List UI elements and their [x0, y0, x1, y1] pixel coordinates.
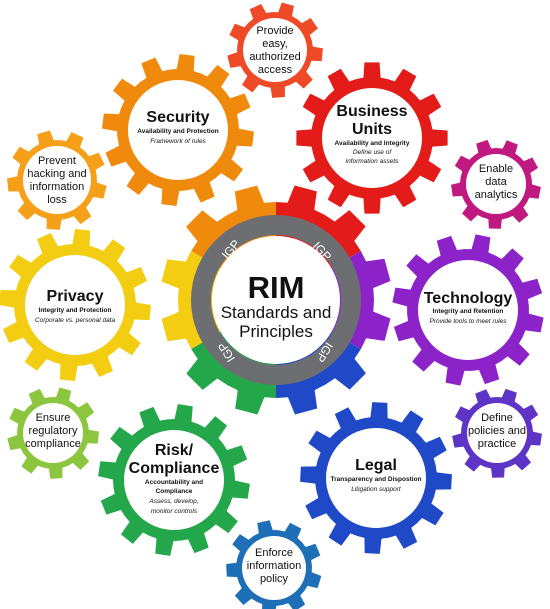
gear-title-line-1: Business — [336, 103, 407, 120]
center-line-1: Standards and — [221, 303, 332, 322]
gear-description: Corporate vs. personal data — [35, 317, 116, 324]
gear-privacy: Privacy Integrity and Protection Corpora… — [35, 288, 116, 324]
small-gear-line: Provide — [256, 25, 293, 37]
small-gear-line: analytics — [475, 189, 518, 201]
gear-description: Litigation support — [351, 486, 402, 493]
small-gear-line: practice — [478, 438, 517, 450]
small-gear-policy-shape — [226, 520, 322, 609]
small-gear-line: policies and — [468, 425, 526, 437]
small-gear-line: Enable — [479, 163, 513, 175]
gear-title-line-2: Compliance — [129, 460, 220, 477]
gear-description: Provide tools to meet rules — [430, 318, 508, 325]
gear-description-line-2: monitor controls — [151, 508, 198, 515]
small-gear-regulatory-shape-face — [23, 403, 83, 463]
small-gear-line: loss — [47, 194, 67, 206]
small-gear-analytics-shape — [451, 139, 541, 229]
gear-subtitle: Transparency and Dispostion — [330, 476, 421, 483]
small-gear-access: Provide easy, authorized access — [249, 25, 300, 76]
small-gear-line: easy, — [262, 38, 287, 50]
small-gear-line: information — [30, 181, 84, 193]
small-gear-line: policy — [260, 573, 289, 585]
center-line-2: Principles — [239, 322, 313, 341]
small-gear-line: compliance — [25, 438, 81, 450]
gear-technology-shape — [392, 234, 544, 386]
gear-title: Security — [146, 109, 209, 126]
gear-business-units-shape — [296, 62, 448, 214]
small-gear-policies-shape-face — [467, 403, 527, 463]
small-gear-line: Ensure — [36, 412, 71, 424]
gear-privacy-shape-face — [25, 255, 125, 355]
gear-privacy-shape — [0, 229, 151, 381]
gear-title-line-1: Risk/ — [155, 442, 194, 459]
gear-description-line-1: Define use of — [353, 149, 392, 156]
small-gear-policies-shape — [452, 388, 542, 478]
small-gear-line: Enforce — [255, 547, 293, 559]
gear-technology: Technology Integrity and Retention Provi… — [424, 290, 513, 325]
small-gear-line: regulatory — [29, 425, 78, 437]
center-disc — [212, 236, 340, 364]
small-gear-policies: Define policies and practice — [468, 412, 526, 450]
gear-legal-shape-face — [326, 428, 426, 528]
gear-risk-compliance-shape-face — [124, 430, 224, 530]
small-gear-regulatory: Ensure regulatory compliance — [25, 412, 81, 450]
gear-security: Security Availability and Protection Fra… — [137, 109, 218, 145]
gear-legal-shape — [300, 402, 452, 554]
gear-description-line-2: information assets — [346, 158, 399, 165]
small-gear-access-shape-face — [243, 18, 307, 82]
gear-subtitle: Availability and Protection — [137, 128, 218, 135]
center-hub: RIM Standards and Principles IGP IGP IGP… — [191, 215, 361, 385]
gear-risk-compliance-shape — [98, 404, 250, 556]
small-gear-line: information — [247, 560, 301, 572]
gear-technology-shape-face — [418, 260, 518, 360]
small-gear-access-shape — [227, 2, 323, 98]
small-gear-hacking-shape — [7, 130, 107, 230]
gear-security-shape-face — [128, 80, 228, 180]
small-gear-line: Prevent — [38, 155, 76, 167]
gear-description-line-1: Assess, develop, — [148, 498, 198, 505]
gear-business-units: Business Units Availability and Integrit… — [335, 103, 410, 165]
gear-business-units-shape-face — [322, 88, 422, 188]
small-gear-line: access — [258, 64, 293, 76]
small-gear-hacking: Prevent hacking and information loss — [27, 155, 86, 206]
gear-subtitle: Integrity and Protection — [39, 307, 112, 314]
gear-legal: Legal Transparency and Dispostion Litiga… — [330, 457, 421, 493]
gear-subtitle: Availability and Integrity — [335, 140, 410, 147]
small-gear-line: Define — [481, 412, 513, 424]
small-gear-analytics: Enable data analytics — [475, 163, 518, 201]
gear-subtitle-line-2: Compliance — [156, 488, 193, 495]
gear-security-shape — [102, 54, 254, 206]
gear-title: Legal — [355, 457, 397, 474]
small-gear-hacking-shape-face — [23, 146, 91, 214]
small-gear-line: authorized — [249, 51, 300, 63]
gear-description: Framework of rules — [150, 138, 206, 145]
small-gear-policy: Enforce information policy — [247, 547, 301, 585]
gear-title-line-2: Units — [352, 121, 392, 138]
small-gear-regulatory-shape — [7, 387, 99, 479]
gear-title: Privacy — [47, 288, 104, 305]
small-gear-line: data — [485, 176, 507, 188]
gear-subtitle-line-1: Accountability and — [145, 479, 203, 486]
small-gear-policy-shape-face — [242, 536, 306, 600]
center-title: RIM — [248, 270, 305, 305]
gear-risk-compliance: Risk/ Compliance Accountability and Comp… — [129, 442, 220, 515]
gear-title: Technology — [424, 290, 513, 307]
small-gear-line: hacking and — [27, 168, 86, 180]
gear-subtitle: Integrity and Retention — [433, 308, 504, 315]
small-gear-analytics-shape-face — [466, 154, 526, 214]
igp-ring — [191, 215, 361, 385]
